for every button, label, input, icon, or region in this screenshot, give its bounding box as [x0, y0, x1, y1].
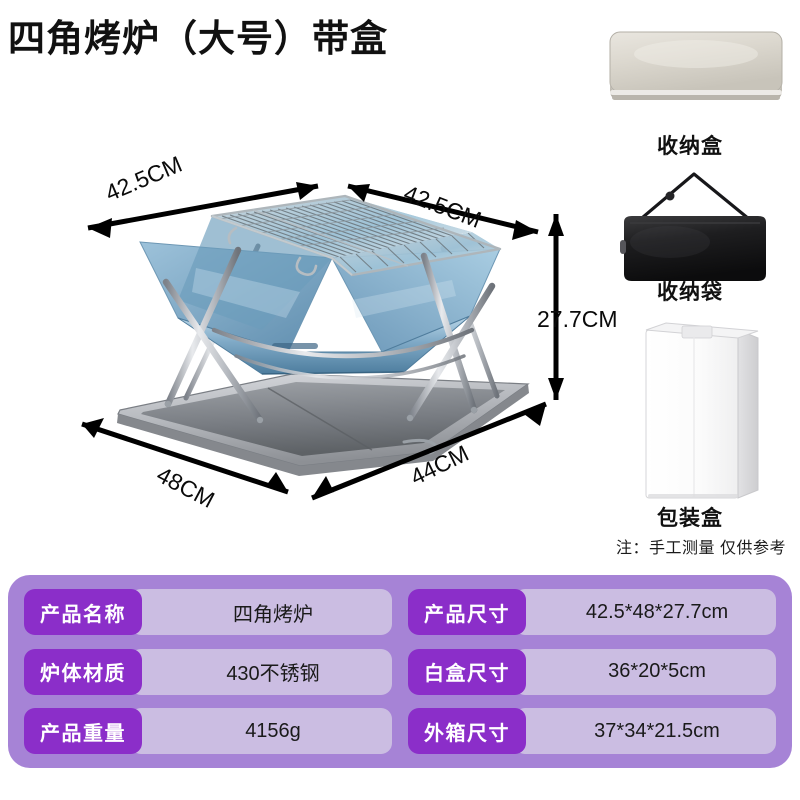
- spec-row: 炉体材质 430不锈钢: [24, 648, 392, 695]
- product-diagram: 42.5CM 42.5CM 27.7CM 48CM 44CM: [81, 151, 618, 513]
- spec-column-left: 产品名称 四角烤炉 炉体材质 430不锈钢 产品重量 4156g: [24, 589, 392, 754]
- storage-bag-image: [620, 172, 766, 281]
- spec-value: 37*34*21.5cm: [514, 708, 776, 754]
- spec-key: 外箱尺寸: [408, 708, 526, 754]
- accessory-label-packaging-box: 包装盒: [657, 507, 723, 530]
- accessory-label-storage-box: 收纳盒: [657, 135, 723, 158]
- accessory-label-storage-bag: 收纳袋: [657, 281, 723, 304]
- measurement-note: 注：手工测量 仅供参考: [616, 540, 786, 557]
- page-title: 四角烤炉（大号）带盒: [8, 18, 388, 59]
- accessory-column: 收纳盒 收纳袋: [590, 18, 800, 538]
- storage-box-image: [609, 31, 783, 100]
- spec-value: 36*20*5cm: [514, 648, 776, 695]
- spec-value: 四角烤炉: [130, 589, 392, 635]
- spec-key: 炉体材质: [24, 648, 142, 695]
- spec-key: 产品名称: [24, 589, 142, 635]
- spec-value: 42.5*48*27.7cm: [514, 589, 776, 635]
- grill-illustration: [81, 182, 564, 501]
- spec-row: 产品重量 4156g: [24, 708, 392, 754]
- packaging-box-image: [645, 322, 759, 499]
- spec-row: 外箱尺寸 37*34*21.5cm: [408, 708, 776, 754]
- dimension-height: 27.7CM: [537, 306, 618, 332]
- spec-key: 产品重量: [24, 708, 142, 754]
- spec-row: 白盒尺寸 36*20*5cm: [408, 648, 776, 695]
- spec-value: 430不锈钢: [130, 648, 392, 695]
- spec-row: 产品名称 四角烤炉: [24, 589, 392, 635]
- spec-value: 4156g: [130, 708, 392, 754]
- spec-key: 白盒尺寸: [408, 648, 526, 695]
- spec-column-right: 产品尺寸 42.5*48*27.7cm 白盒尺寸 36*20*5cm 外箱尺寸 …: [408, 589, 776, 754]
- spec-row: 产品尺寸 42.5*48*27.7cm: [408, 589, 776, 635]
- spec-key: 产品尺寸: [408, 589, 526, 635]
- specification-panel: 产品名称 四角烤炉 炉体材质 430不锈钢 产品重量 4156g 产品尺寸 42…: [8, 575, 792, 768]
